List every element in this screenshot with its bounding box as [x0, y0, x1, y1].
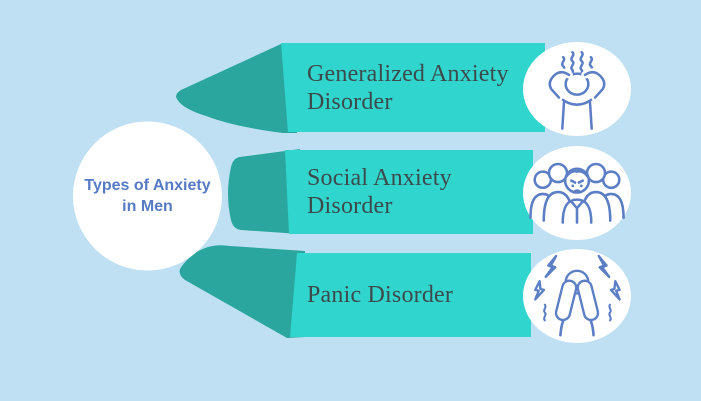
banner-fold-top	[176, 44, 297, 133]
hub-title-line2: in Men	[122, 198, 173, 215]
banner-body-middle	[285, 150, 533, 234]
banner-label-generalized-anxiety: Generalized Anxiety Disorder	[307, 43, 542, 132]
social-crowd-icon	[529, 162, 625, 224]
banner-fold-middle	[228, 149, 300, 234]
hub-title: Types of Anxiety in Men	[73, 122, 222, 270]
stress-icon	[545, 50, 609, 130]
panic-icon	[534, 254, 621, 337]
banner-label-text: Social Anxiety Disorder	[307, 165, 452, 219]
icon-bubble-top	[523, 42, 631, 136]
hub-circle	[73, 121, 222, 271]
banner-label-panic-disorder: Panic Disorder	[307, 253, 532, 337]
hub-title-line1: Types of Anxiety	[84, 177, 211, 194]
banner-label-text: Generalized Anxiety Disorder	[307, 60, 509, 115]
banner-fold-bottom	[179, 245, 305, 338]
banner-label-social-anxiety: Social Anxiety Disorder	[307, 150, 532, 234]
banner-body-top	[281, 43, 545, 132]
banner-body-bottom	[290, 253, 531, 337]
banner-label-text: Panic Disorder	[307, 282, 454, 308]
